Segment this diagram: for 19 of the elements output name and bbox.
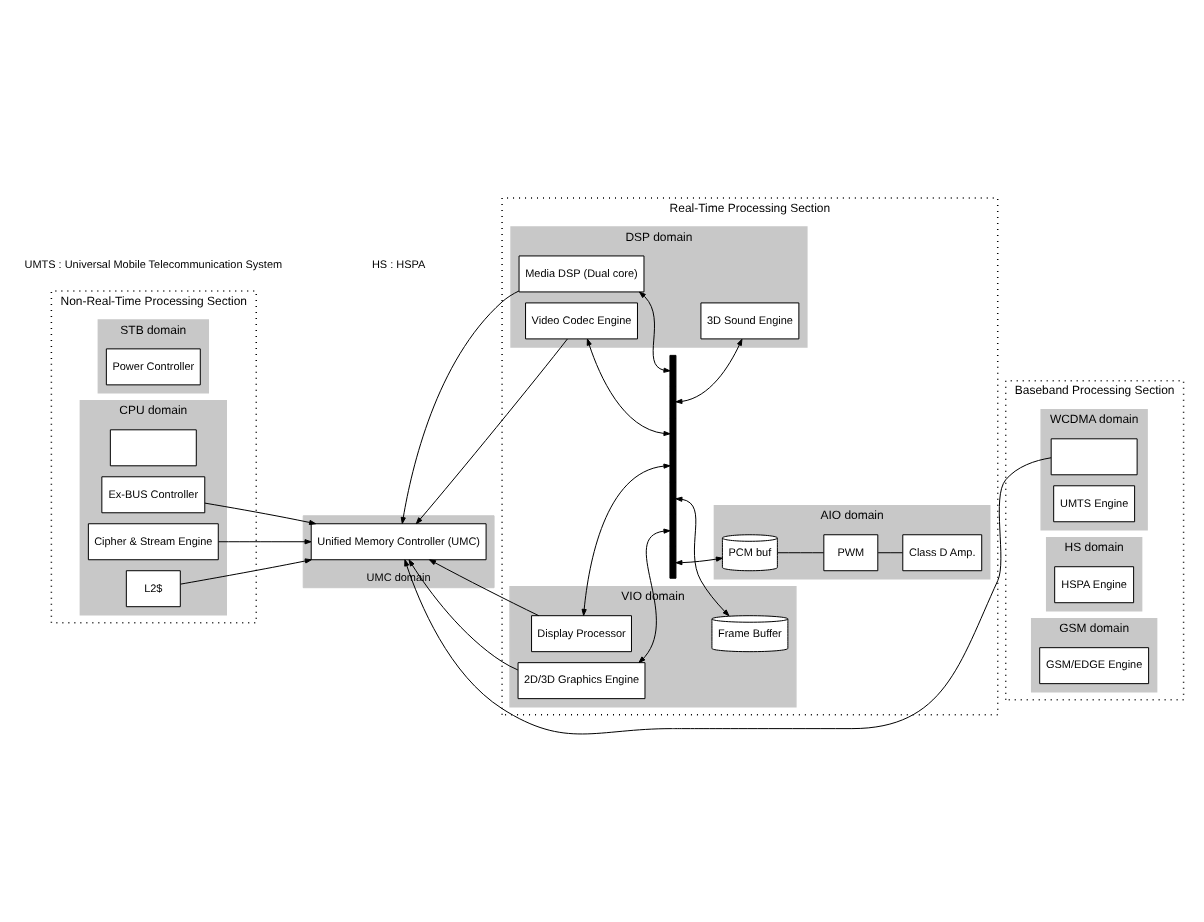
arrow	[675, 337, 743, 403]
arrow	[639, 290, 671, 372]
arrow	[581, 462, 671, 615]
arrow	[586, 337, 671, 436]
arrow	[429, 558, 540, 616]
arrow	[180, 557, 312, 584]
arrow	[400, 289, 520, 523]
arrow	[675, 495, 730, 616]
arrow	[415, 337, 568, 524]
node-box	[109, 428, 197, 466]
arrow	[638, 527, 671, 662]
arrow	[408, 558, 519, 670]
node-box	[1050, 437, 1138, 475]
arrow	[218, 538, 312, 544]
arrow	[675, 555, 723, 565]
connector	[776, 551, 825, 553]
connector	[877, 551, 903, 553]
arrow	[404, 456, 1052, 734]
arrow	[204, 501, 317, 525]
